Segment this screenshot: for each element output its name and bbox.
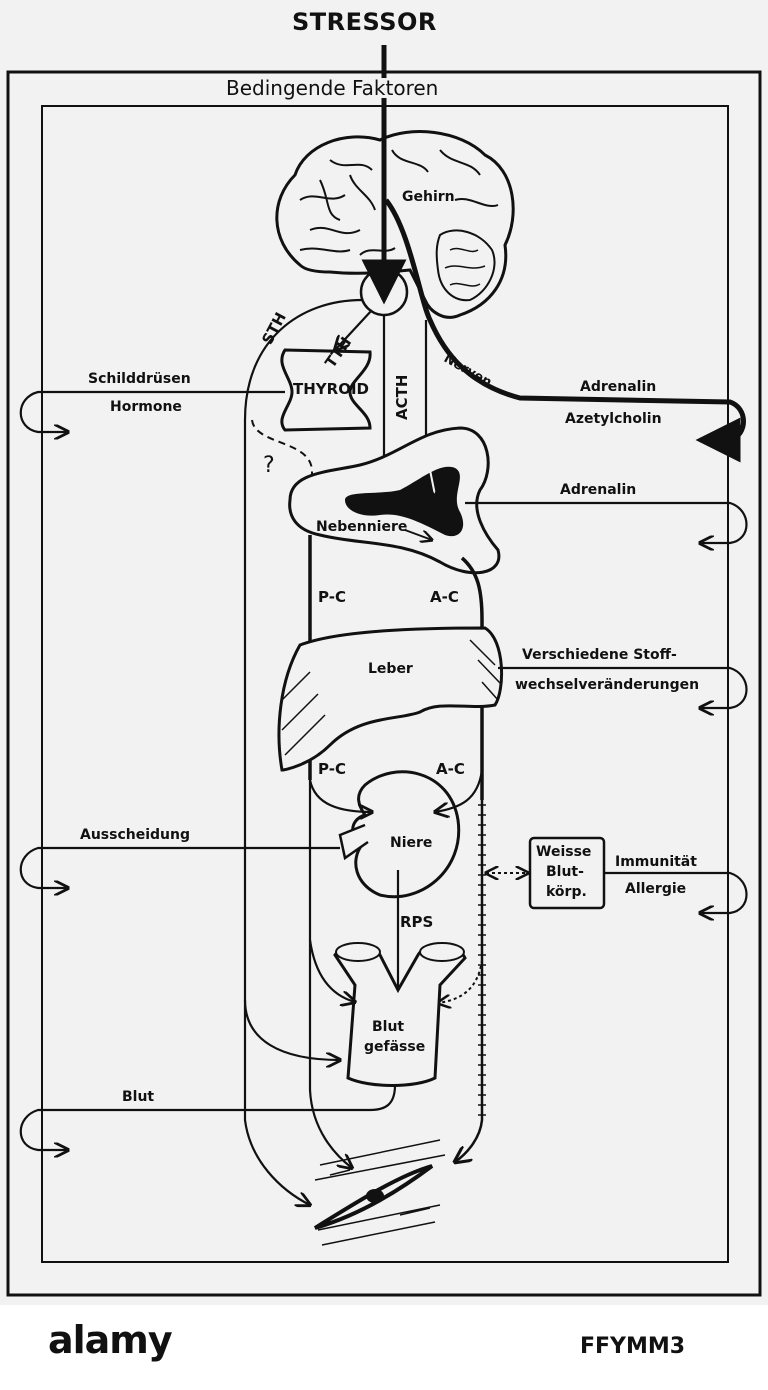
pc-to-tissue-arrow	[308, 780, 352, 1168]
pc-upper-label: P-C	[318, 588, 346, 606]
allergy-label: Allergie	[625, 881, 687, 897]
liver-shading	[281, 639, 501, 756]
nerves-path	[384, 198, 746, 463]
immunity-loop	[604, 871, 748, 913]
thyroid-hormones-label-line2: Hormone	[110, 399, 182, 415]
ac-upper-label: A-C	[430, 588, 459, 606]
vessels-shape	[333, 944, 467, 1087]
vessels-label-line2: gefässe	[364, 1039, 426, 1055]
metabolic-label-line1: Verschiedene Stoff-	[522, 647, 677, 663]
thyroid-shape	[280, 348, 372, 432]
adrenalin-mid-label: Adrenalin	[560, 482, 637, 498]
brain-label: Gehirn	[402, 189, 455, 205]
question-mark: ?	[263, 453, 275, 478]
sth-to-tissue-arrow	[243, 1000, 310, 1205]
kidney-label: Niere	[390, 835, 433, 851]
liver-label: Leber	[368, 661, 413, 677]
ac-line	[460, 556, 484, 800]
adrenalin-top-label: Adrenalin	[580, 379, 657, 395]
frame-title: Bedingende Faktoren	[222, 78, 443, 98]
metabolic-loop	[498, 666, 748, 708]
diagram-drawing	[6, 45, 762, 1297]
ac-lower-label: A-C	[436, 760, 465, 778]
adrenal-inner-arrow	[404, 529, 432, 540]
adrenal-label: Nebenniere	[316, 519, 408, 535]
thyroid-label: THYROID	[293, 380, 369, 398]
excretion-loop	[19, 846, 340, 888]
metabolic-label-line2: wechselveränderungen	[515, 677, 700, 693]
thyroid-hormones-label-line1: Schilddrüsen	[88, 371, 191, 387]
blood-loop	[19, 1084, 397, 1150]
vessel-opening-left	[335, 942, 381, 962]
pc-to-vessels-arrow	[308, 939, 355, 1002]
white-cells-label-line2: Blut-	[546, 864, 584, 880]
acth-label: ACTH	[393, 374, 411, 420]
brand-logo[interactable]: alamy	[48, 1318, 173, 1362]
excretion-label: Ausscheidung	[80, 827, 191, 843]
white-cells-label-line3: körp.	[546, 884, 587, 900]
immunity-label: Immunität	[615, 854, 697, 870]
ac-to-vessels-arrow	[438, 959, 483, 1003]
ac-hatch-ticks	[478, 804, 486, 1116]
vessel-opening-right	[419, 942, 465, 962]
adrenalin-loop	[465, 501, 748, 543]
footer-bar	[0, 1305, 768, 1390]
rps-label: RPS	[400, 913, 434, 931]
sth-path	[243, 298, 363, 1060]
image-id: FFYMM3	[580, 1334, 686, 1359]
tissue-cell-icon	[313, 1139, 446, 1246]
ac-to-kidney-arrow	[435, 769, 484, 812]
pc-to-kidney-arrow	[308, 779, 372, 812]
acetylcholine-label: Azetylcholin	[565, 411, 662, 427]
blood-label: Blut	[122, 1089, 155, 1105]
white-cells-label-line1: Weisse	[536, 844, 592, 860]
stressor-title: STRESSOR	[292, 8, 437, 36]
thyroid-hormones-loop	[19, 390, 285, 432]
ac-hatched-line	[455, 800, 484, 1162]
vessels-label-line1: Blut	[372, 1019, 405, 1035]
tth-path	[335, 309, 373, 350]
nerves-to-adrenal-arrow	[428, 459, 435, 495]
pc-lower-label: P-C	[318, 760, 346, 778]
liver-shape	[277, 626, 504, 772]
kidney-ureter	[338, 823, 369, 861]
